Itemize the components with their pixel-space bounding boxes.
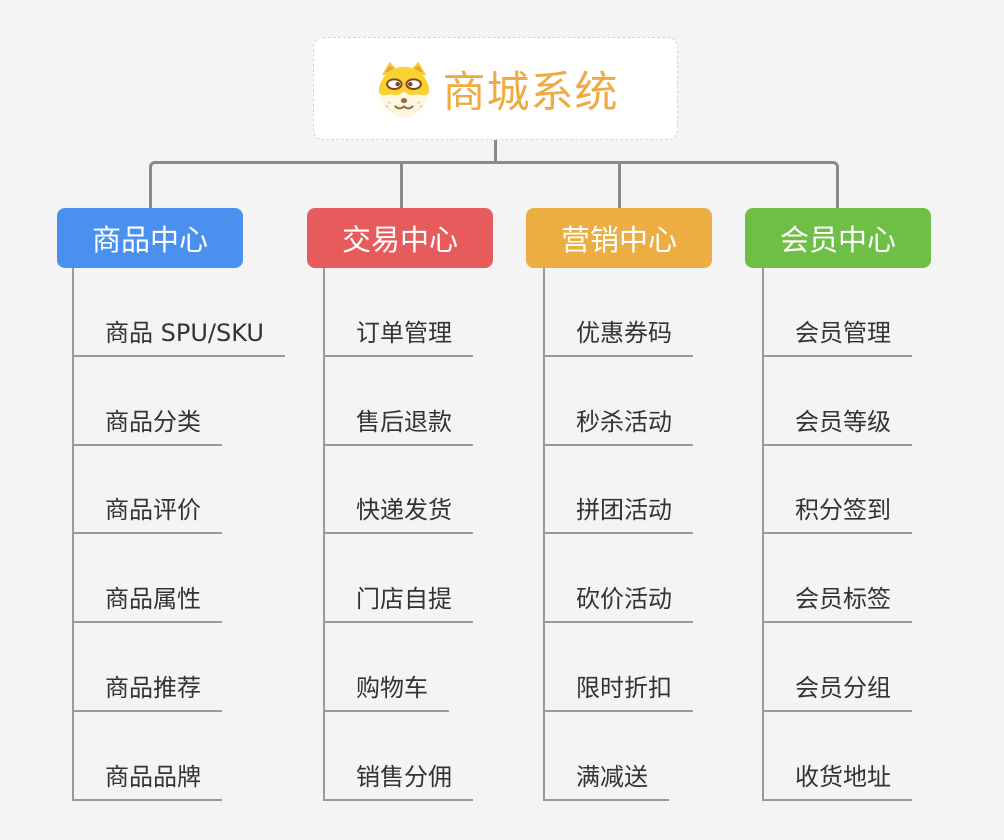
subtopic[interactable]: 优惠券码 [543,317,693,357]
subtopic[interactable]: 会员分组 [762,672,912,712]
subtopic[interactable]: 购物车 [323,672,449,712]
branch-node-trade[interactable]: 交易中心 [307,208,493,268]
connector-drop-trade [400,161,403,209]
subtopic[interactable]: 商品品牌 [72,761,222,801]
subtopic[interactable]: 积分签到 [762,494,912,534]
subtopic[interactable]: 拼团活动 [543,494,693,534]
subtopic[interactable]: 销售分佣 [323,761,473,801]
doge-face-icon [378,61,429,117]
subtopic[interactable]: 砍价活动 [543,583,693,623]
connector-trunk [762,268,764,801]
subtopic[interactable]: 商品属性 [72,583,222,623]
connector-trunk [72,268,74,801]
subtopic[interactable]: 会员标签 [762,583,912,623]
subtopic[interactable]: 商品评价 [72,494,222,534]
subtopic[interactable]: 售后退款 [323,406,473,446]
root-topic-label: 商城系统 [442,67,619,118]
subtopic[interactable]: 会员等级 [762,406,912,446]
root-topic[interactable]: 商城系统 [313,37,678,140]
subtopic[interactable]: 商品推荐 [72,672,222,712]
branch-node-product[interactable]: 商品中心 [57,208,243,268]
connector-drop-marketing [618,161,621,209]
branch-node-member[interactable]: 会员中心 [745,208,931,268]
subtopic[interactable]: 快递发货 [323,494,473,534]
connector-trunk [543,268,545,801]
subtopic[interactable]: 商品 SPU/SKU [72,317,285,357]
subtopic[interactable]: 收货地址 [762,761,912,801]
subtopic[interactable]: 门店自提 [323,583,473,623]
connector-bus [149,161,839,209]
connector-trunk [323,268,325,801]
subtopic[interactable]: 秒杀活动 [543,406,693,446]
subtopic[interactable]: 商品分类 [72,406,222,446]
subtopic[interactable]: 会员管理 [762,317,912,357]
branch-node-marketing[interactable]: 营销中心 [526,208,712,268]
connector-root-drop [494,140,497,162]
subtopic[interactable]: 订单管理 [323,317,473,357]
subtopic[interactable]: 限时折扣 [543,672,693,712]
subtopic[interactable]: 满减送 [543,761,669,801]
